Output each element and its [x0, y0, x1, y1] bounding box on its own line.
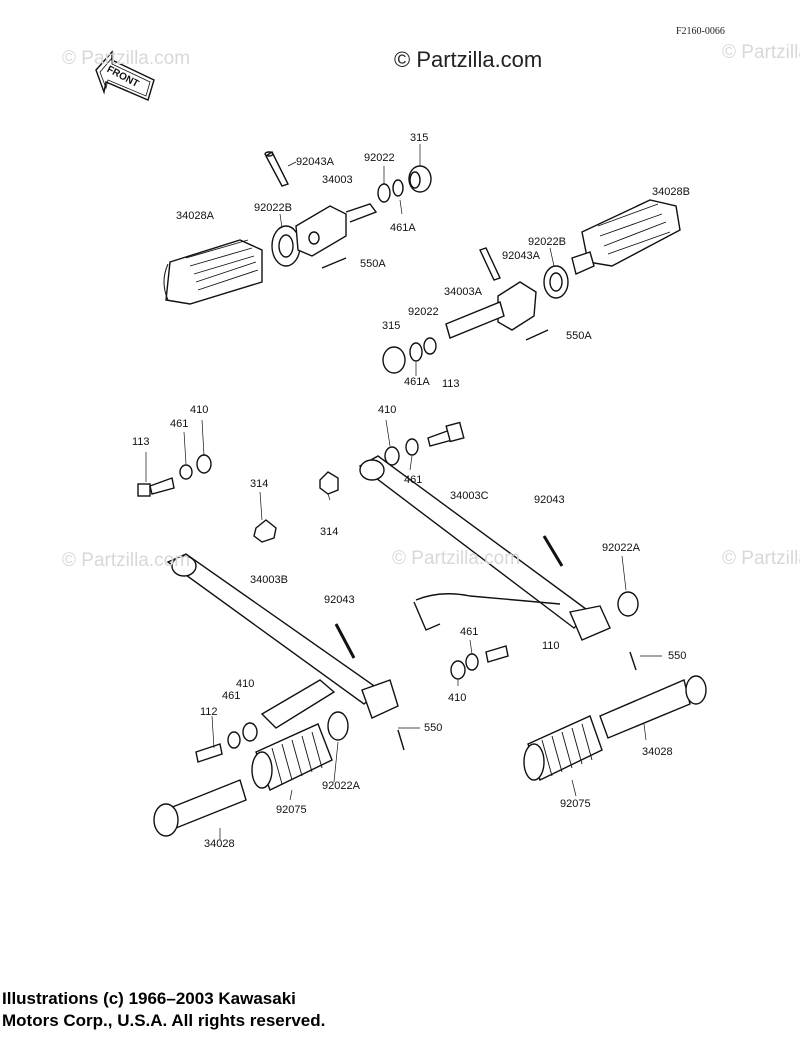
part-label: 34028A: [176, 210, 214, 222]
washer-461-lower: [465, 653, 479, 671]
part-label: 113: [442, 378, 460, 390]
cotter-pin-550-right: [629, 651, 637, 671]
pin-92043A-top: [264, 150, 289, 187]
copyright: © Partzilla.com: [394, 47, 543, 72]
footer-line-1: Illustrations (c) 1966–2003 Kawasaki: [2, 989, 296, 1008]
watermark: © Partzilla.com: [392, 548, 521, 569]
washer-92022-top: [377, 183, 391, 203]
part-label: 550: [668, 650, 687, 662]
part-label: 314: [320, 526, 339, 538]
cotter-pin-550A-top: [321, 257, 347, 269]
arm-34003C: [358, 455, 611, 641]
footrest-34028B: [571, 199, 681, 275]
part-label: 92043: [534, 494, 565, 506]
part-label: 34003: [322, 174, 353, 186]
part-label: 410: [236, 678, 255, 690]
part-label: 314: [250, 478, 269, 490]
part-label: 550A: [360, 258, 386, 270]
part-label: 92043A: [502, 250, 540, 262]
washer-92022B-right: [543, 265, 569, 299]
part-label: 550A: [566, 330, 592, 342]
front-arrow-icon: [95, 50, 155, 101]
part-label: 34028B: [652, 186, 690, 198]
washer-410-lower: [450, 660, 466, 680]
nut-314-left: [253, 519, 277, 543]
part-label: 92022B: [528, 236, 566, 248]
part-label: 92022A: [602, 542, 640, 554]
cotter-pin-550A-right: [525, 329, 549, 341]
part-label: 92022: [364, 152, 395, 164]
part-label: 410: [448, 692, 467, 704]
part-label: 34028: [642, 746, 673, 758]
part-label: 410: [378, 404, 397, 416]
cotter-pin-550-left: [397, 729, 405, 751]
washer-410-bottom: [242, 722, 258, 742]
part-label: 410: [190, 404, 209, 416]
pin-92043-left: [334, 623, 356, 659]
part-label: 461: [170, 418, 189, 430]
part-label: 461: [460, 626, 479, 638]
washer-461A-top: [392, 179, 404, 197]
bolt-112: [195, 743, 223, 763]
washer-461-bottom: [227, 731, 241, 749]
part-label: 461A: [404, 376, 430, 388]
pin-92043A-right: [479, 247, 501, 281]
part-label: 461: [404, 474, 423, 486]
part-label: 92075: [560, 798, 591, 810]
watermark: © Partzilla.com: [62, 550, 191, 571]
rubber-92075-right: [523, 715, 603, 781]
bolt-113-left: [137, 477, 175, 497]
part-label: 92022A: [322, 780, 360, 792]
part-label: 315: [410, 132, 429, 144]
arm-34003B: [166, 553, 399, 729]
watermark: © Partzilla.com: [722, 42, 800, 63]
washer-461-left: [179, 464, 193, 480]
pin-92043-right: [542, 535, 564, 567]
washer-92022A-left: [327, 711, 349, 741]
footer-line-2: Motors Corp., U.S.A. All rights reserved…: [2, 1011, 326, 1030]
watermark: © Partzilla.com: [62, 48, 191, 69]
part-label: 461A: [390, 222, 416, 234]
peg-34028-left: [153, 779, 247, 837]
part-label: 112: [200, 706, 218, 718]
part-label: 315: [382, 320, 401, 332]
copyright-footer: Illustrations (c) 1966–2003 Kawasaki Mot…: [2, 988, 325, 1032]
part-label: 92022B: [254, 202, 292, 214]
rubber-92075-left: [251, 723, 333, 791]
footrest-34028A: [163, 239, 263, 305]
part-label: 34003A: [444, 286, 482, 298]
washer-92022A-right: [617, 591, 639, 617]
washer-461A-mid: [409, 342, 423, 362]
part-label: 550: [424, 722, 443, 734]
washer-410-right: [384, 446, 400, 466]
figure-id: F2160-0066: [676, 26, 725, 37]
part-label: 92075: [276, 804, 307, 816]
part-label: 92043A: [296, 156, 334, 168]
bracket-34003: [295, 203, 378, 257]
part-label: 34003B: [250, 574, 288, 586]
leader-lines: [145, 144, 662, 840]
collar-315-mid: [382, 346, 406, 374]
washer-410-left: [196, 454, 212, 474]
part-label: 110: [542, 640, 560, 652]
part-label: 461: [222, 690, 241, 702]
bolt-110: [485, 645, 509, 663]
bolt-113-right: [427, 421, 465, 447]
watermark: © Partzilla.com: [722, 548, 800, 569]
collar-315-top: [408, 165, 432, 193]
bracket-34003A: [445, 281, 537, 339]
part-label: 113: [132, 436, 150, 448]
part-label: 34003C: [450, 490, 489, 502]
part-label: 34028: [204, 838, 235, 850]
nut-314-mid: [319, 471, 339, 495]
washer-92022-mid: [423, 337, 437, 355]
part-label: 92043: [324, 594, 355, 606]
part-label: 92022: [408, 306, 439, 318]
washer-461-right: [405, 438, 419, 456]
peg-34028-right: [599, 675, 707, 739]
